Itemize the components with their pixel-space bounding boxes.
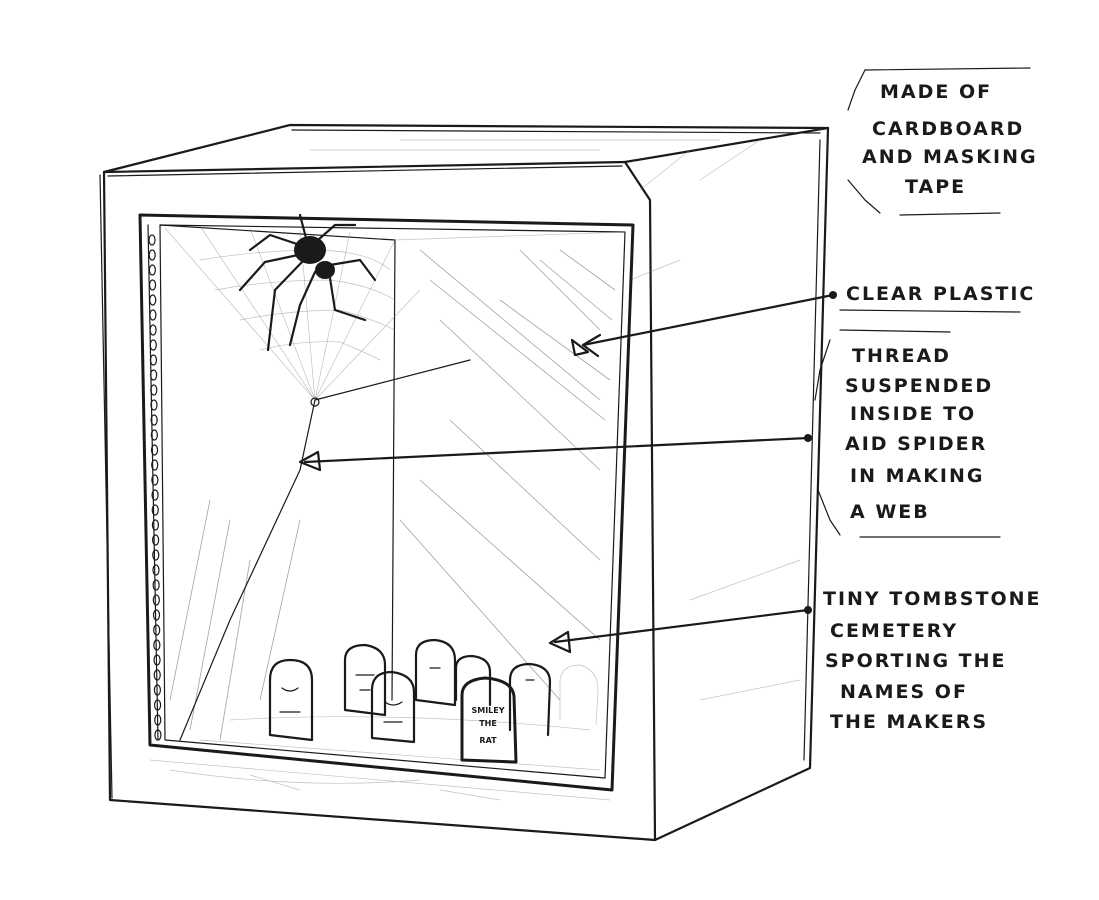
perforation-hole	[151, 504, 159, 516]
perforation-hole	[152, 549, 160, 561]
cemetery-line-3: SPORTING THE	[825, 650, 1007, 672]
clear-plastic-window	[138, 213, 635, 801]
thread-line-6: A WEB	[850, 501, 930, 523]
thread-line-3: INSIDE TO	[850, 403, 976, 425]
perforation-hole	[150, 399, 158, 411]
perforation-hole	[150, 444, 159, 456]
perforation-hole	[148, 279, 157, 291]
perforation-hole	[149, 309, 157, 321]
perforation-hole	[151, 459, 159, 471]
perforation-hole	[149, 324, 157, 336]
tombstone-name-line-2: THE	[479, 719, 497, 728]
perforation-hole	[152, 609, 161, 621]
tape-perforations	[148, 234, 162, 741]
tombstone-name-line-3: RAT	[479, 736, 497, 745]
perforation-hole	[151, 474, 159, 486]
perforation-hole	[148, 249, 156, 261]
thread-line-4: AID SPIDER	[845, 433, 987, 455]
perforation-hole	[152, 579, 160, 591]
perforation-hole	[148, 264, 156, 276]
annotation-materials: MADE OF CARDBOARD AND MASKING TAPE	[862, 81, 1038, 198]
thread-line-5: IN MAKING	[850, 465, 985, 487]
materials-line-3: AND MASKING	[862, 146, 1038, 168]
perforation-hole	[150, 429, 158, 441]
perforation-hole	[151, 489, 159, 501]
cemetery-line-5: THE MAKERS	[830, 711, 988, 733]
perforation-hole	[149, 294, 157, 306]
annotation-thread: THREAD SUSPENDED INSIDE TO AID SPIDER IN…	[845, 345, 993, 523]
perforation-hole	[152, 594, 160, 606]
callout-arrows	[298, 291, 837, 654]
perforation-hole	[153, 624, 161, 636]
cardboard-box	[99, 123, 830, 842]
thread-line-2: SUSPENDED	[845, 375, 993, 397]
annotation-cemetery: TINY TOMBSTONE CEMETERY SPORTING THE NAM…	[823, 588, 1041, 733]
perforation-hole	[153, 654, 161, 666]
annotation-brackets	[814, 67, 1031, 538]
materials-line-4: TAPE	[905, 176, 966, 198]
perforation-hole	[153, 639, 161, 651]
plastic-line-1: CLEAR PLASTIC	[846, 283, 1035, 305]
cemetery-line-1: TINY TOMBSTONE	[823, 588, 1041, 610]
perforation-hole	[153, 684, 161, 696]
perforation-hole	[153, 669, 161, 681]
perforation-hole	[154, 714, 162, 726]
perforation-hole	[150, 414, 158, 426]
perforation-hole	[150, 384, 158, 396]
perforation-hole	[151, 519, 160, 531]
annotation-plastic: CLEAR PLASTIC	[846, 283, 1035, 305]
perforation-hole	[153, 699, 162, 711]
perforation-hole	[154, 729, 162, 741]
perforation-hole	[152, 564, 160, 576]
cemetery-line-4: NAMES OF	[840, 681, 968, 703]
tombstone-name-line-1: SMILEY	[471, 706, 504, 715]
perforation-hole	[150, 369, 158, 381]
spider-icon	[238, 213, 377, 352]
perforation-hole	[152, 534, 160, 546]
perforation-hole	[148, 234, 156, 246]
materials-line-1: MADE OF	[880, 81, 992, 103]
cemetery-line-2: CEMETERY	[830, 620, 958, 642]
thread-line-1: THREAD	[852, 345, 951, 367]
perforation-hole	[149, 354, 158, 366]
perforation-hole	[149, 339, 157, 351]
spider-web	[164, 225, 471, 741]
materials-line-2: CARDBOARD	[872, 118, 1024, 140]
tombstone-cemetery: SMILEY THE RAT	[199, 638, 601, 771]
